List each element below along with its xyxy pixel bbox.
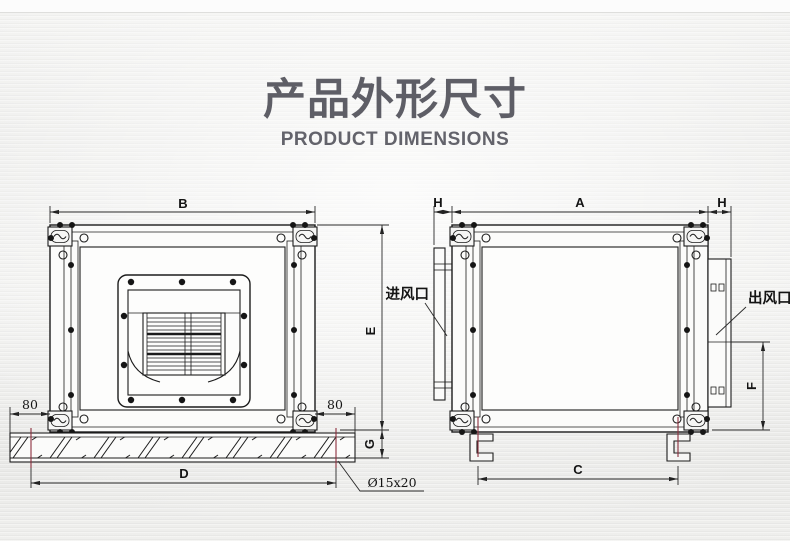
side-dimensions: H A H C F (433, 195, 770, 485)
side-view: H A H C F 进风口 出风口 (386, 195, 790, 485)
clamp-icon (47, 226, 73, 247)
fan-flange (117, 274, 251, 408)
front-view: B E G 80 80 D Ø15x20 (9, 196, 424, 492)
fan-grille (142, 312, 226, 376)
dim-label-depth-right: H (717, 195, 726, 210)
outlet-leader-line (715, 306, 747, 336)
side-frame (449, 222, 710, 435)
inlet-leader-line (424, 302, 448, 337)
dim-label-depth: A (575, 195, 585, 210)
clamp-icon (449, 410, 475, 431)
dim-label-base-height: G (362, 439, 377, 449)
front-dimensions: B E G 80 80 D Ø15x20 (9, 196, 424, 492)
page-subtitle: PRODUCT DIMENSIONS (280, 129, 510, 150)
dim-label-outlet-height: F (744, 382, 759, 390)
dim-label-height: E (363, 326, 378, 335)
page-title: 产品外形尺寸 (263, 75, 527, 125)
inlet-label: 进风口 (386, 286, 430, 303)
outlet-label: 出风口 (748, 289, 790, 307)
port-labels: 进风口 出风口 (386, 286, 790, 337)
base-channel (9, 428, 356, 468)
dimensions-diagram: B E G 80 80 D Ø15x20 (9, 195, 790, 492)
hole-note: Ø15x20 (367, 475, 416, 490)
mounting-feet (469, 417, 691, 462)
header: 产品外形尺寸 PRODUCT DIMENSIONS (0, 79, 790, 151)
inlet-flange (433, 247, 453, 401)
dim-label-depth-left: H (433, 195, 442, 210)
dim-label-base-width: D (179, 466, 188, 481)
clamp-icon (683, 226, 709, 247)
top-strip (0, 0, 790, 13)
outlet-duct (707, 258, 732, 408)
dim-label-feet-span: C (573, 462, 583, 477)
dim-label-overhang-left: 80 (22, 397, 38, 412)
clamp-icon (683, 410, 709, 431)
dim-label-overhang-right: 80 (327, 397, 343, 412)
dim-label-width: B (178, 196, 187, 211)
